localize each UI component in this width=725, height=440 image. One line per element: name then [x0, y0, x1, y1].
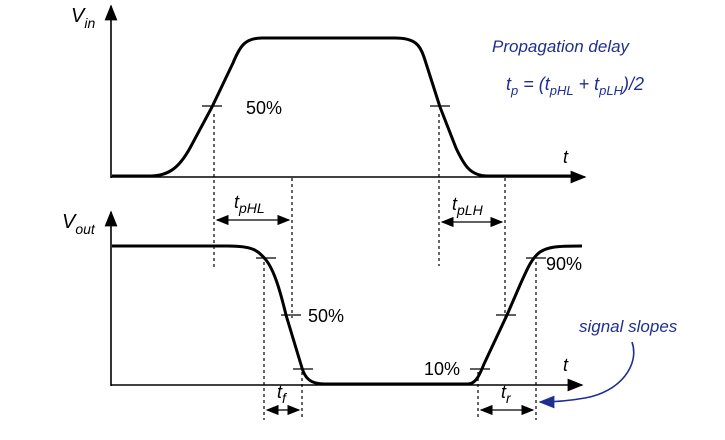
pct-50-label-bottom: 50% [308, 306, 344, 326]
t-axis-label-bottom: t [563, 355, 569, 375]
propagation-delay-title: Propagation delay [492, 37, 631, 56]
vout-label: Vout [62, 211, 96, 237]
vin-label: Vin [71, 5, 95, 31]
vout-plot: Vout t 50% 90% 10% [62, 210, 584, 392]
slope-dimensions: tf tr [263, 262, 537, 420]
signal-slopes-arrow [538, 341, 635, 409]
tplh-label: tpLH [452, 194, 484, 218]
vin-waveform [112, 36, 576, 178]
tphl-label: tpHL [234, 192, 265, 216]
tf-label: tf [277, 382, 288, 406]
propagation-delay-dimensions: tpHL tpLH [213, 114, 506, 318]
signal-slopes-label: signal slopes [579, 317, 678, 336]
tr-label: tr [501, 382, 512, 406]
t-axis-label-top: t [563, 147, 569, 167]
pct-90-label: 90% [546, 254, 582, 274]
annotations: Propagation delay tp = (tpHL + tpLH)/2 s… [492, 37, 678, 409]
propagation-delay-formula: tp = (tpHL + tpLH)/2 [506, 74, 644, 98]
pct-50-label-top: 50% [246, 98, 282, 118]
vin-plot: Vin t 50% [71, 4, 587, 184]
pct-10-label: 10% [424, 359, 460, 379]
vout-waveform [112, 244, 583, 386]
